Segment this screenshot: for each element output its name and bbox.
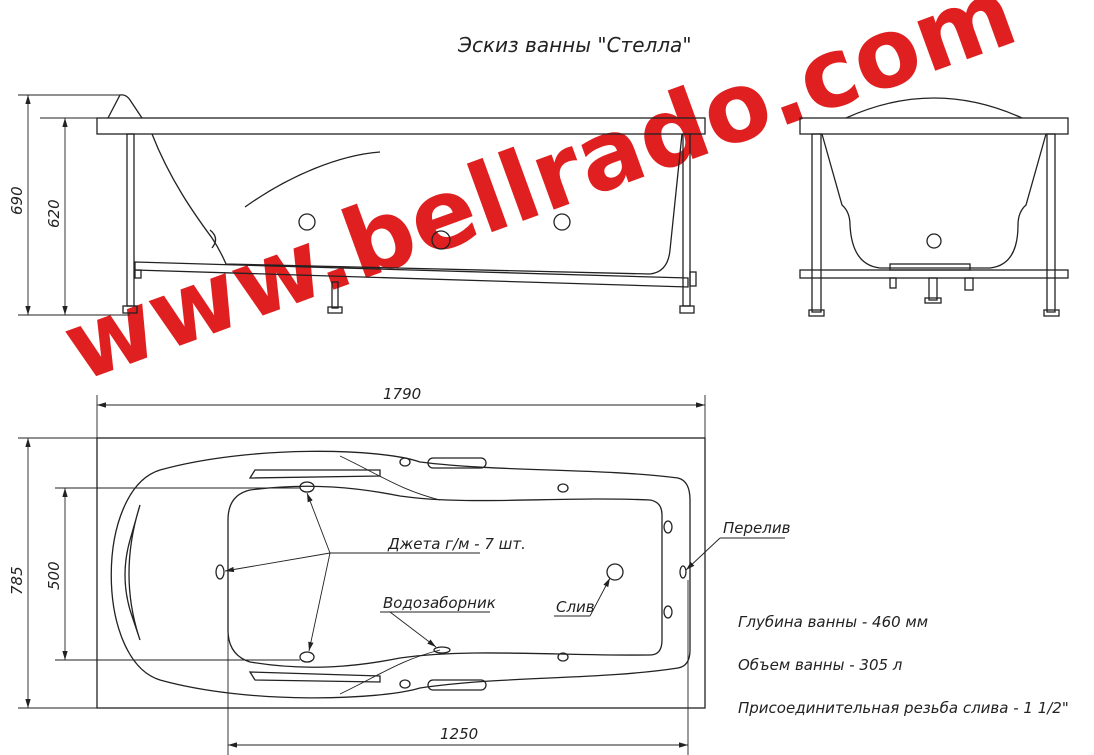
dim-500: 500	[45, 561, 63, 590]
label-overflow: Перелив	[723, 519, 791, 537]
spec-depth: Глубина ванны - 460 мм	[738, 613, 928, 631]
side-view: 690 620	[8, 94, 706, 316]
front-view	[799, 97, 1069, 317]
specs: Глубина ванны - 460 мм Объем ванны - 305…	[738, 613, 1069, 717]
spec-volume: Объем ванны - 305 л	[738, 656, 903, 674]
dim-620: 620	[45, 199, 63, 228]
label-drain: Слив	[556, 598, 595, 616]
dim-785: 785	[8, 566, 26, 595]
dim-1250: 1250	[440, 725, 478, 743]
dim-1790: 1790	[383, 385, 421, 403]
label-jets: Джета г/м - 7 шт.	[387, 535, 526, 553]
dim-690: 690	[8, 186, 26, 215]
drawing-title: Эскиз ванны "Стелла"	[457, 33, 692, 57]
watermark: www.bellrado.com	[50, 0, 1030, 404]
label-intake: Водозаборник	[383, 594, 496, 612]
spec-drain-thread: Присоединительная резьба слива - 1 1/2"	[738, 699, 1069, 717]
top-view: 1790 785 500 1250 Джета г/м - 7 шт. Водо…	[8, 385, 791, 755]
